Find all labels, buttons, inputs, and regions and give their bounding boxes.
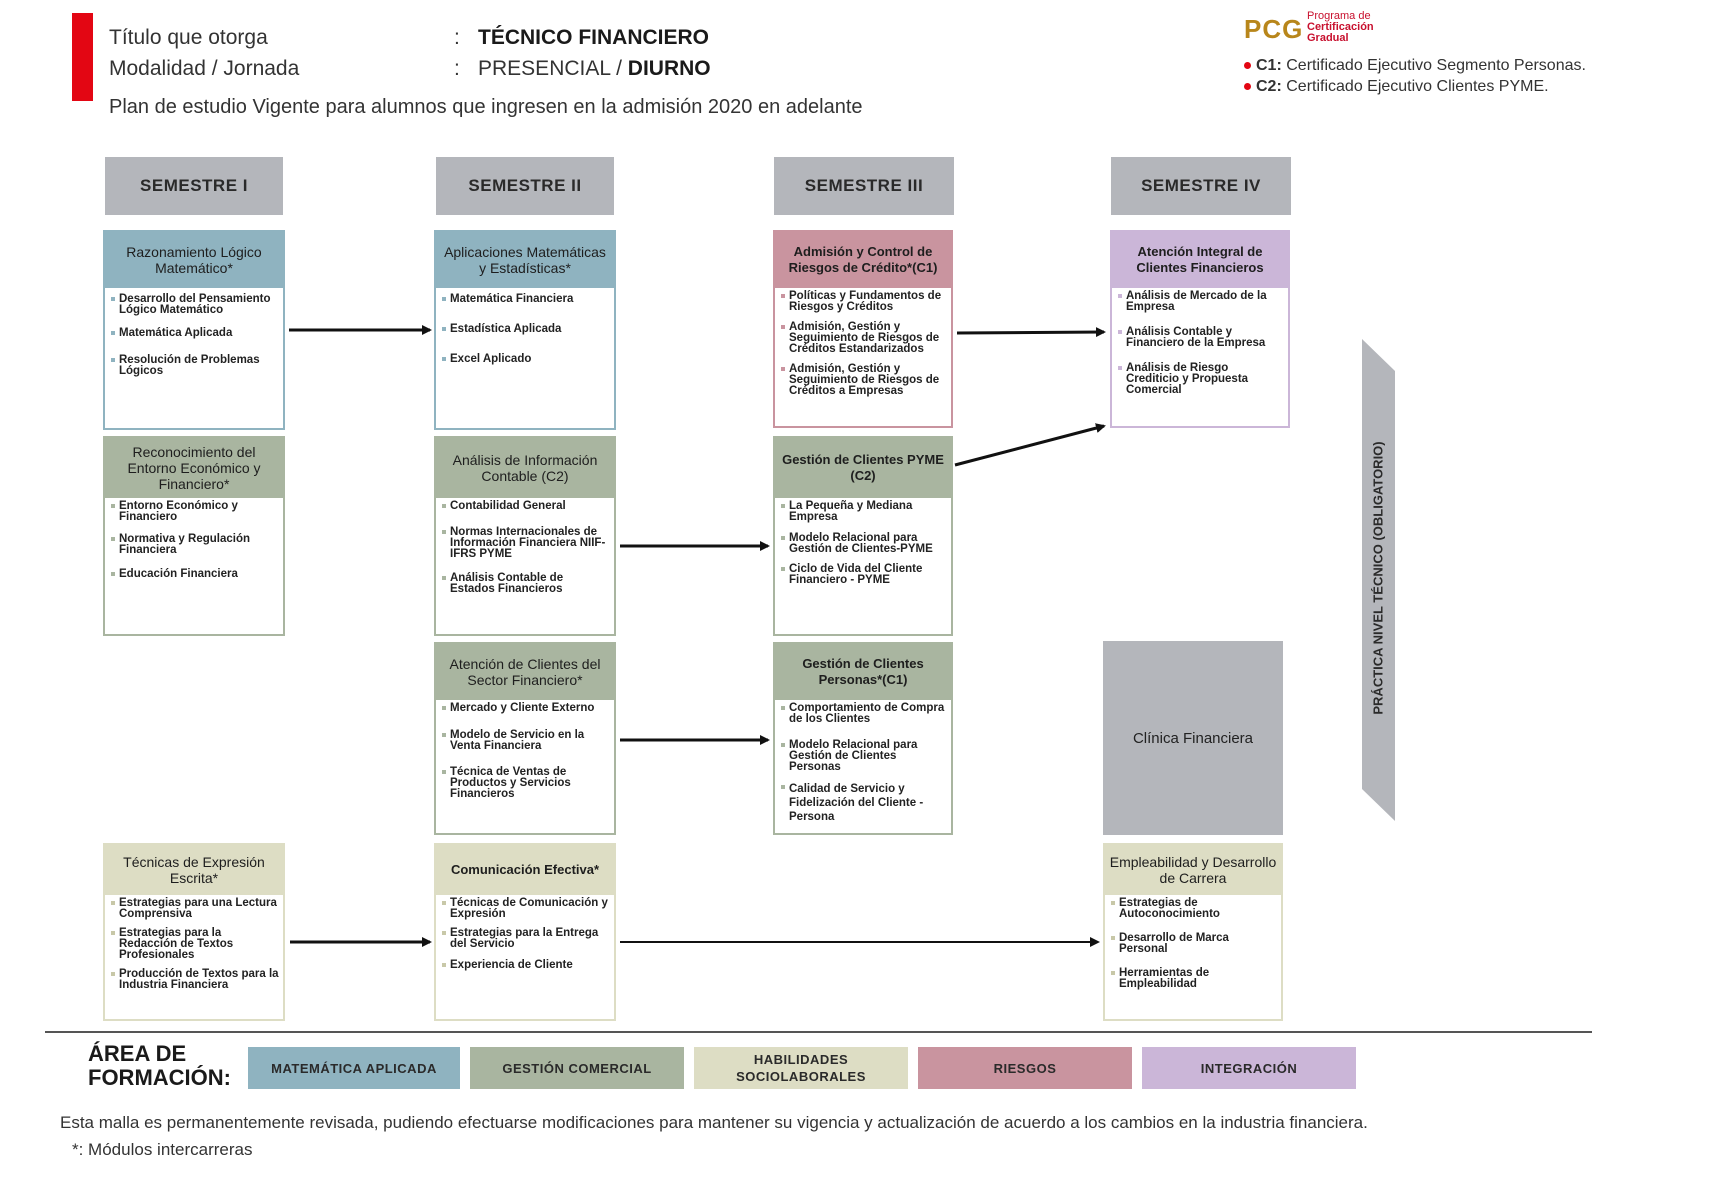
pcg-mark: PCG [1244,14,1304,44]
footer-note: Esta malla es permanentemente revisada, … [60,1113,1368,1132]
practica-banner [1362,339,1395,821]
course-topic: Resolución de Problemas Lógicos [111,354,279,377]
course-topic: Modelo Relacional para Gestión de Client… [781,739,947,773]
course-topic: Educación Financiera [111,568,279,580]
course-topic: Ciclo de Vida del Cliente Financiero - P… [781,563,947,586]
semester-1-header: SEMESTRE I [105,157,283,215]
course-razonamiento-logico: Razonamiento Lógico Matemático* Desarrol… [103,230,285,430]
course-topic: Políticas y Fundamentos de Riesgos y Cré… [781,290,947,313]
course-title: Aplicaciones Matemáticas y Estadísticas* [436,232,614,288]
course-topic: Análisis de Mercado de la Empresa [1118,290,1284,313]
practica-label: PRÁCTICA NIVEL TÉCNICO (OBLIGATORIO) [1370,441,1386,715]
arrow [956,327,1106,338]
bullet-icon [1244,83,1251,91]
accent-bar [72,13,93,101]
course-topic: Entorno Económico y Financiero [111,500,279,523]
course-topic: Comportamiento de Compra de los Clientes [781,702,947,725]
divider [45,1031,1592,1033]
course-atencion-integral: Atención Integral de Clientes Financiero… [1110,230,1290,428]
course-topic: Análisis de Riesgo Crediticio y Propuest… [1118,362,1284,396]
cert-c1: C1: Certificado Ejecutivo Segmento Perso… [1244,57,1586,75]
legend-matematica: MATEMÁTICA APLICADA [248,1047,460,1089]
footer-asterisk: *: Módulos intercarreras [72,1140,253,1159]
course-topic: La Pequeña y Mediana Empresa [781,500,947,523]
course-title: Comunicación Efectiva* [436,845,614,895]
course-title: Empleabilidad y Desarrollo de Carrera [1105,845,1281,895]
semester-4-header: SEMESTRE IV [1111,157,1291,215]
semester-2-header: SEMESTRE II [436,157,614,215]
course-topic: Análisis Contable de Estados Financieros [442,572,610,595]
legend-riesgos: RIESGOS [918,1047,1132,1089]
course-title: Gestión de Clientes PYME (C2) [775,438,951,498]
course-topic: Normativa y Regulación Financiera [111,533,279,556]
course-gestion-pyme: Gestión de Clientes PYME (C2) La Pequeña… [773,436,953,636]
course-riesgos-credito: Admisión y Control de Riesgos de Crédito… [773,230,953,428]
course-topic: Estrategias para una Lectura Comprensiva [111,897,279,920]
course-topic: Modelo Relacional para Gestión de Client… [781,532,947,555]
bullet-icon [1244,62,1251,70]
title-label: Título que otorga [109,26,268,49]
course-topic: Desarrollo del Pensamiento Lógico Matemá… [111,293,279,316]
course-title: Técnicas de Expresión Escrita* [105,845,283,895]
course-topic: Técnicas de Comunicación y Expresión [442,897,610,920]
course-informacion-contable: Análisis de Información Contable (C2) Co… [434,436,616,636]
course-gestion-personas: Gestión de Clientes Personas*(C1) Compor… [773,642,953,835]
course-topic: Estrategias de Autoconocimiento [1111,897,1277,920]
course-title: Atención Integral de Clientes Financiero… [1112,232,1288,288]
semester-3-header: SEMESTRE III [774,157,954,215]
pcg-text: Programa de Certificación Gradual [1307,10,1374,44]
modality-colon: : [454,57,460,80]
course-title: Gestión de Clientes Personas*(C1) [775,644,951,700]
course-title: Análisis de Información Contable (C2) [436,438,614,498]
course-topic: Matemática Aplicada [111,327,279,339]
course-title: Razonamiento Lógico Matemático* [105,232,283,288]
course-empleabilidad: Empleabilidad y Desarrollo de Carrera Es… [1103,843,1283,1021]
course-topic: Admisión, Gestión y Seguimiento de Riesg… [781,321,947,355]
plan-subtitle: Plan de estudio Vigente para alumnos que… [109,96,863,118]
course-topic: Modelo de Servicio en la Venta Financier… [442,729,610,752]
course-topic: Estrategias para la Redacción de Textos … [111,927,279,961]
course-title: Admisión y Control de Riesgos de Crédito… [775,232,951,288]
course-topic: Desarrollo de Marca Personal [1111,932,1277,955]
course-topic: Estadística Aplicada [442,323,610,335]
course-topic: Normas Internacionales de Información Fi… [442,526,610,560]
cert-c2: C2: Certificado Ejecutivo Clientes PYME. [1244,78,1549,96]
course-entorno-economico: Reconocimiento del Entorno Económico y F… [103,436,285,636]
course-clinica-financiera: Clínica Financiera [1103,641,1283,835]
legend-title: ÁREA DE FORMACIÓN: [88,1041,231,1090]
course-topic: Excel Aplicado [442,353,610,365]
arrow [954,423,1106,467]
course-atencion-clientes: Atención de Clientes del Sector Financie… [434,642,616,835]
course-topic: Estrategias para la Entrega del Servicio [442,927,610,950]
course-topic: Admisión, Gestión y Seguimiento de Riesg… [781,363,947,397]
modality-label: Modalidad / Jornada [109,57,300,80]
course-aplicaciones-matematicas: Aplicaciones Matemáticas y Estadísticas*… [434,230,616,430]
legend-habilidades: HABILIDADES SOCIOLABORALES [694,1047,908,1089]
legend-gestion-comercial: GESTIÓN COMERCIAL [470,1047,684,1089]
course-topic: Calidad de Servicio y Fidelización del C… [781,782,947,824]
course-expresion-escrita: Técnicas de Expresión Escrita* Estrategi… [103,843,285,1021]
course-topic: Matemática Financiera [442,293,610,305]
course-topic: Análisis Contable y Financiero de la Emp… [1118,326,1284,349]
title-colon: : [454,26,460,49]
title-value: TÉCNICO FINANCIERO [478,26,709,49]
course-comunicacion-efectiva: Comunicación Efectiva* Técnicas de Comun… [434,843,616,1021]
course-title: Atención de Clientes del Sector Financie… [436,644,614,700]
course-title: Reconocimiento del Entorno Económico y F… [105,438,283,498]
course-topic: Experiencia de Cliente [442,959,610,971]
course-topic: Contabilidad General [442,500,610,512]
modality-value: PRESENCIAL / DIURNO [478,57,711,80]
legend-integracion: INTEGRACIÓN [1142,1047,1356,1089]
course-topic: Producción de Textos para la Industria F… [111,968,279,991]
course-topic: Técnica de Ventas de Productos y Servici… [442,766,610,800]
course-topic: Herramientas de Empleabilidad [1111,967,1277,990]
course-topic: Mercado y Cliente Externo [442,702,610,714]
